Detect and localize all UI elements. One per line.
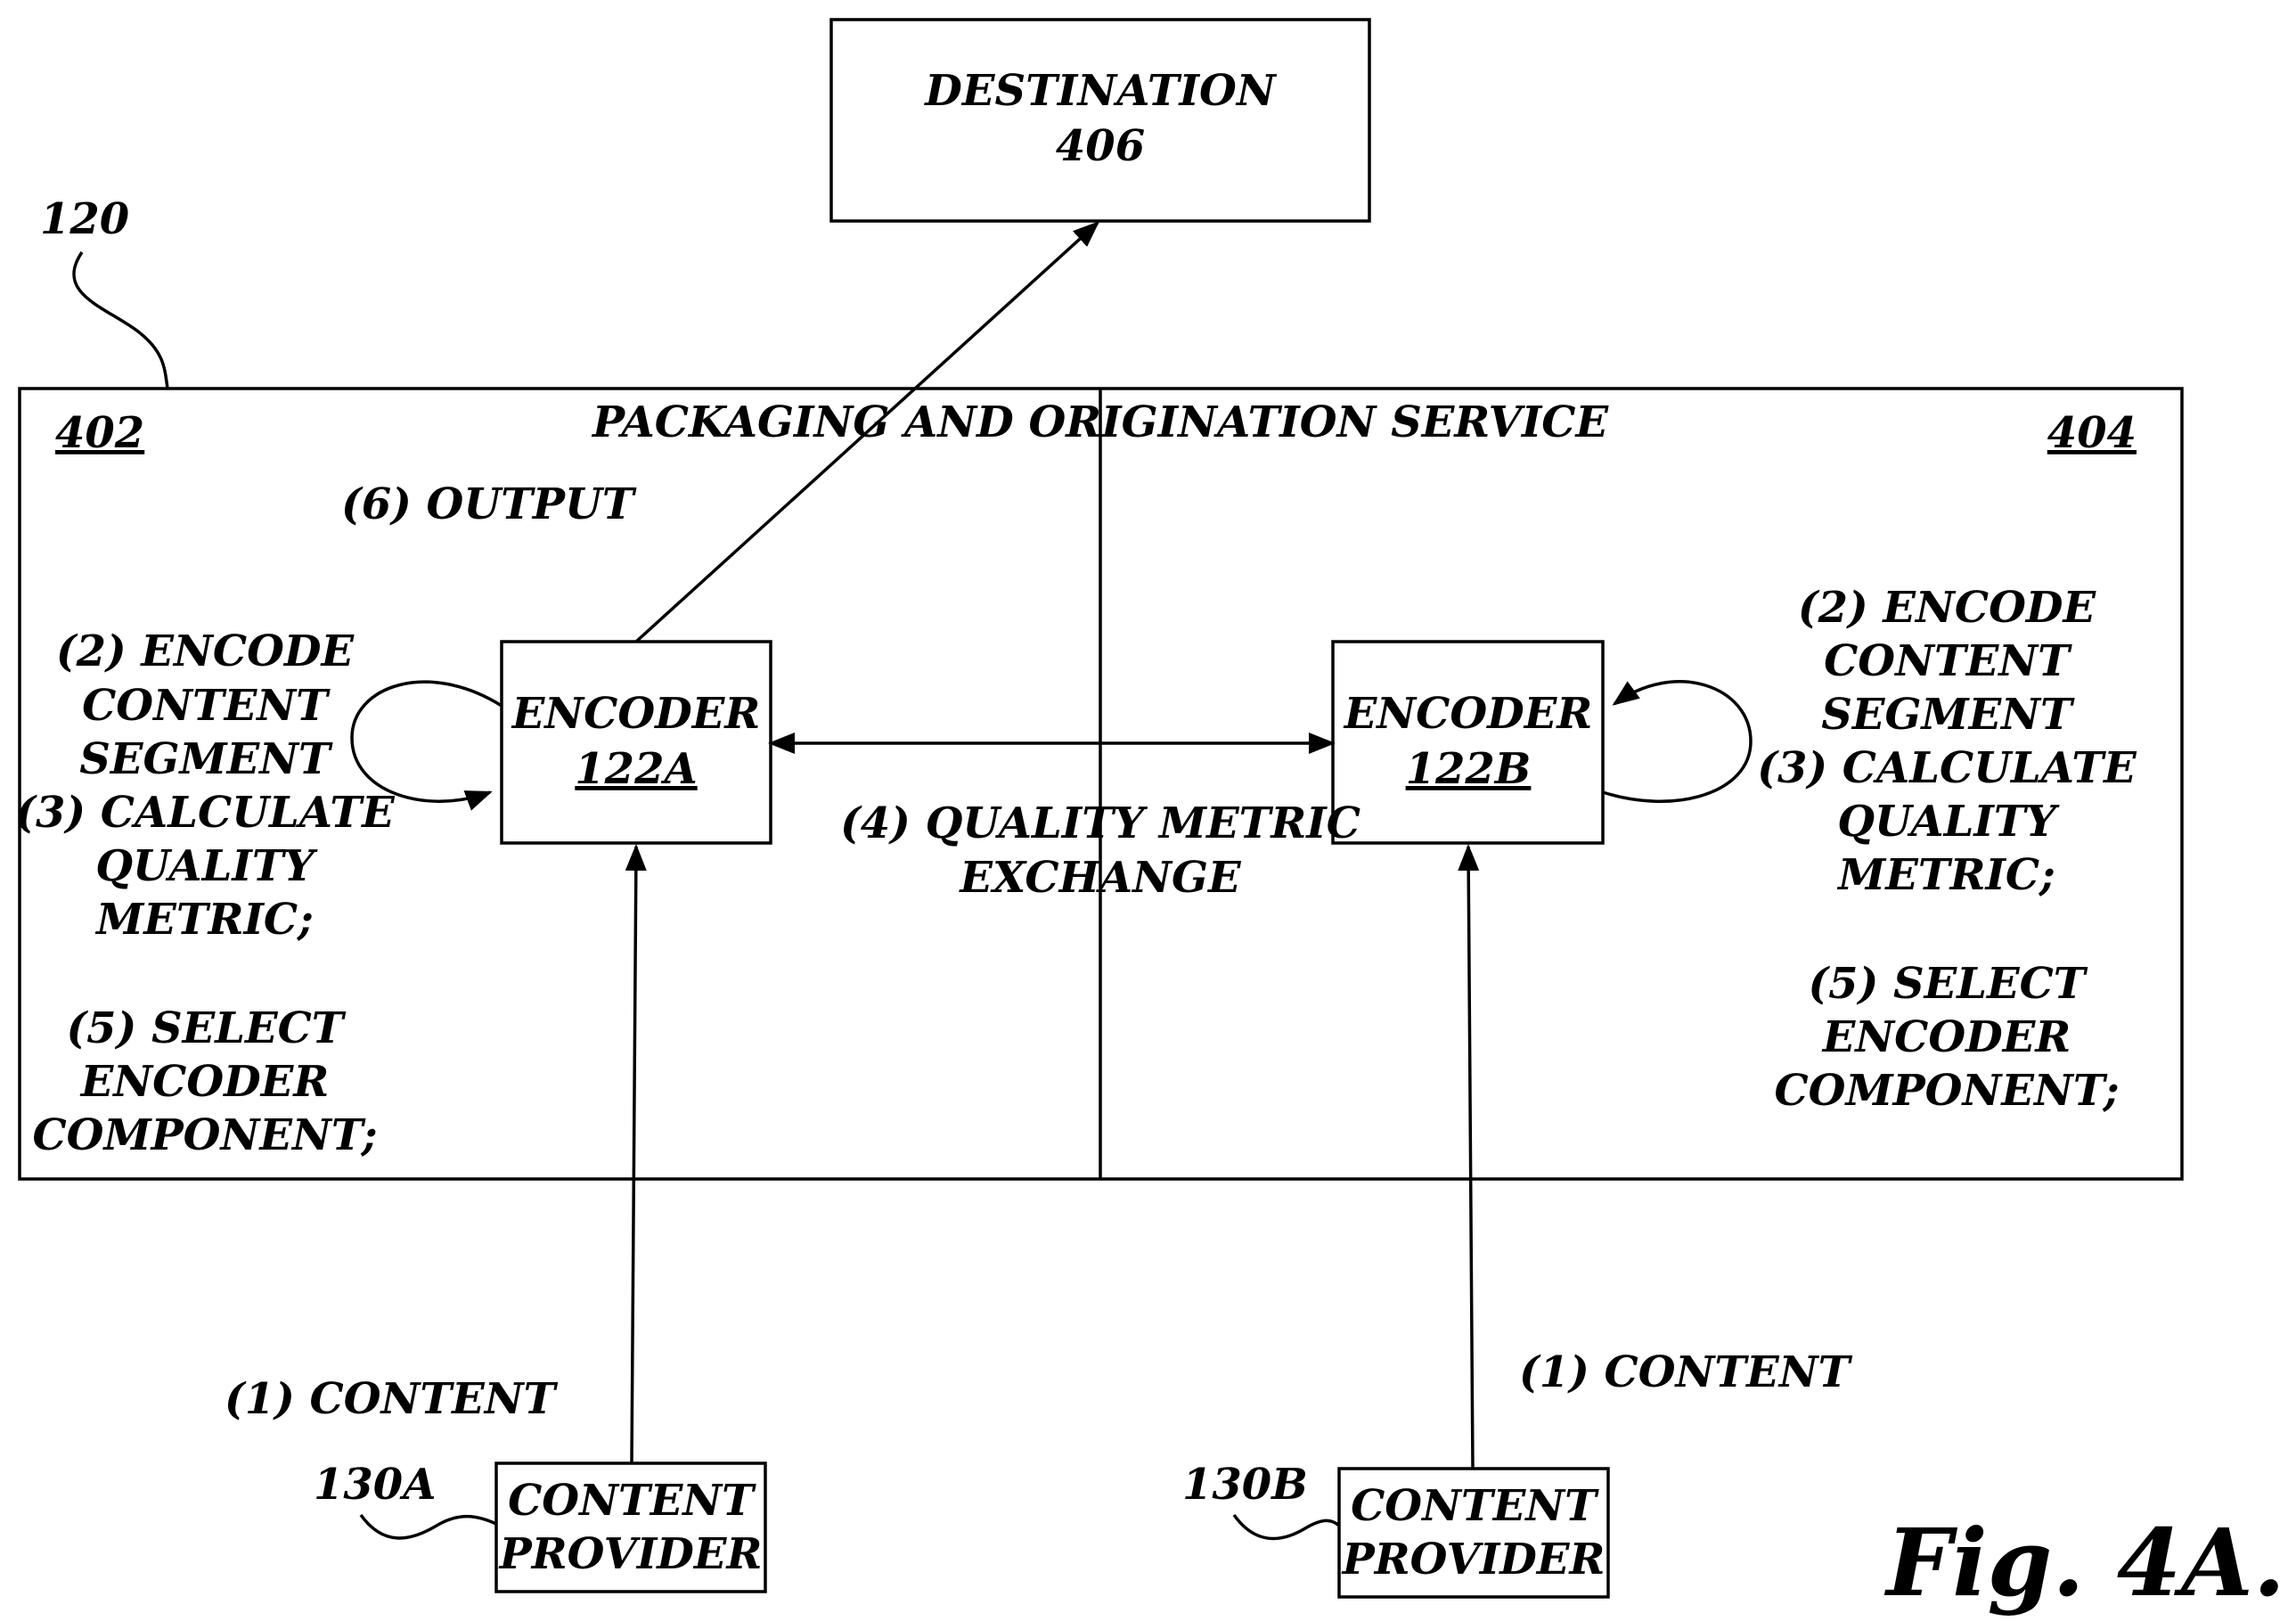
provider-a-line-1: CONTENT [508, 1476, 756, 1526]
system-ref-leader [74, 252, 168, 389]
provider-a-ref-leader [361, 1515, 496, 1538]
provider-b-ref: 130B [1182, 1460, 1308, 1510]
destination-ref: 406 [1056, 121, 1145, 171]
exchange-label-line-1: (4) QUALITY METRIC [840, 798, 1360, 848]
right-step-line: CONTENT [1824, 636, 2072, 686]
left-step-line: QUALITY [95, 841, 318, 891]
content-b-label: (1) CONTENT [1519, 1347, 1853, 1397]
encoder-a-ref: 122A [575, 744, 697, 794]
exchange-label-line-2: EXCHANGE [958, 853, 1242, 903]
encoder-b-box [1333, 642, 1603, 843]
left-step-line: SEGMENT [79, 734, 333, 784]
right-step-line: ENCODER [1821, 1012, 2071, 1062]
service-right-ref: 404 [2047, 408, 2137, 458]
right-step-line: (5) SELECT [1808, 959, 2088, 1009]
system-ref-label: 120 [40, 194, 129, 244]
encoder-a-box [502, 642, 771, 843]
figure-label: Fig. 4A. [1883, 1508, 2285, 1617]
left-step-line: (3) CALCULATE [15, 788, 396, 838]
left-step-line: (2) ENCODE [56, 626, 355, 676]
provider-b-line-1: CONTENT [1351, 1481, 1599, 1531]
left-step-line: METRIC; [94, 895, 314, 945]
service-left-ref: 402 [55, 408, 144, 458]
left-step-line: ENCODER [79, 1057, 330, 1107]
provider-a-line-2: PROVIDER [498, 1529, 763, 1579]
provider-a-ref: 130A [314, 1460, 436, 1510]
left-step-line: CONTENT [82, 681, 331, 731]
right-step-line: COMPONENT; [1774, 1066, 2119, 1116]
encoder-a-title: ENCODER [511, 689, 761, 739]
encoder-b-ref: 122B [1406, 744, 1532, 794]
destination-title: DESTINATION [923, 66, 1278, 116]
right-step-line: QUALITY [1837, 797, 2060, 847]
right-step-line: METRIC; [1836, 850, 2055, 900]
service-title: PACKAGING AND ORIGINATION SERVICE [591, 397, 1610, 447]
encoder-b-title: ENCODER [1343, 689, 1593, 739]
output-label: (6) OUTPUT [341, 479, 637, 529]
destination-box [831, 20, 1369, 221]
provider-b-line-2: PROVIDER [1341, 1535, 1606, 1584]
left-step-line: COMPONENT; [32, 1110, 377, 1160]
right-step-line: (3) CALCULATE [1757, 743, 2137, 793]
right-step-line: SEGMENT [1821, 690, 2075, 740]
provider-b-ref-leader [1234, 1515, 1339, 1538]
right-step-line: (2) ENCODE [1798, 583, 2097, 633]
content-a-label: (1) CONTENT [225, 1374, 559, 1424]
left-step-line: (5) SELECT [66, 1003, 346, 1053]
